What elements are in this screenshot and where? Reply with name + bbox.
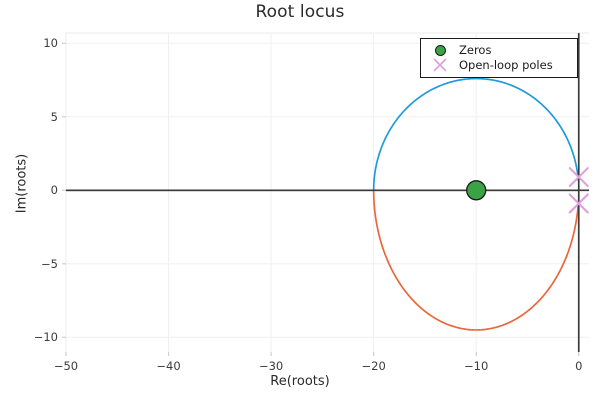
x-cross-icon xyxy=(423,57,457,73)
x-tick-label: −20 xyxy=(361,359,386,373)
y-tick-label: −10 xyxy=(33,330,58,345)
legend-label-zeros: Zeros xyxy=(459,43,492,57)
y-tick-label: 5 xyxy=(50,109,58,124)
x-tick-label: 0 xyxy=(575,359,583,373)
chart-title: Root locus xyxy=(255,2,345,22)
y-tick-label: 10 xyxy=(43,36,58,51)
y-axis-label: Im(roots) xyxy=(14,153,30,214)
y-tick-label: 0 xyxy=(50,183,58,198)
pole-zero-markers xyxy=(466,167,589,214)
x-tick-label: −10 xyxy=(464,359,489,373)
x-tick-label: −40 xyxy=(156,359,181,373)
y-tick-label: −5 xyxy=(41,256,58,271)
legend-item-open-loop-poles: Open-loop poles xyxy=(423,57,553,73)
legend-item-zeros: Zeros xyxy=(423,42,491,58)
tick-marks xyxy=(62,42,580,356)
x-axis-label: Re(roots) xyxy=(270,374,330,389)
filled-circle-icon xyxy=(423,42,457,58)
grid-lines xyxy=(65,33,589,352)
x-tick-label: −30 xyxy=(258,359,284,373)
plot-frame xyxy=(65,32,589,352)
legend-label-open-loop-poles: Open-loop poles xyxy=(459,58,553,72)
complex-plane-axes xyxy=(66,33,589,352)
chart-legend: Zeros Open-loop poles xyxy=(420,38,578,78)
locus-branches xyxy=(66,77,580,331)
x-tick-label: −50 xyxy=(53,359,79,373)
